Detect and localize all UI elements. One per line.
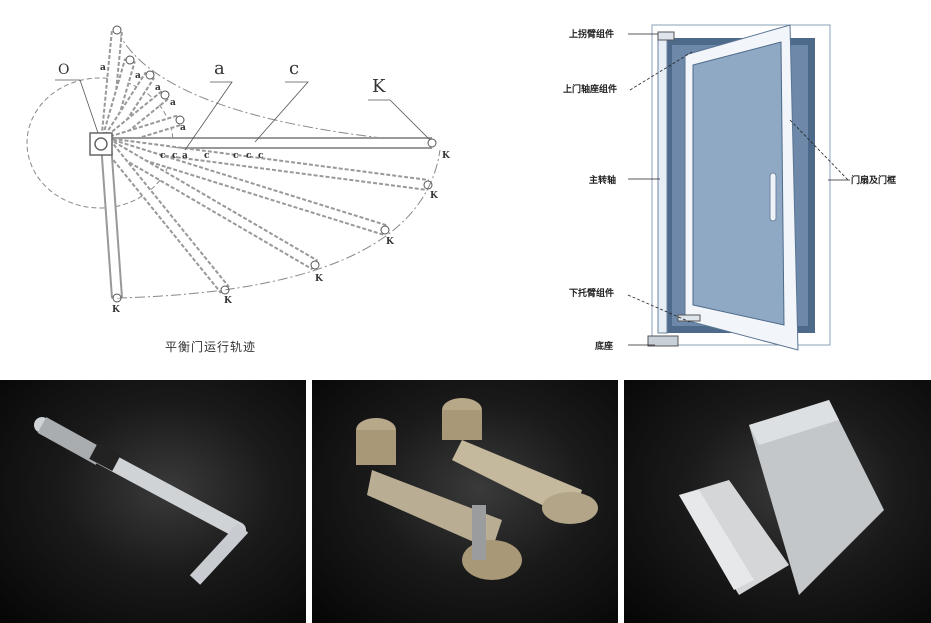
base [647, 335, 679, 347]
small-a: a [100, 63, 106, 73]
arm-end-roller [125, 55, 135, 65]
arm-end-roller [423, 180, 433, 190]
arm-end-roller [310, 260, 320, 270]
small-k: K [430, 191, 439, 201]
door-arm-position [105, 139, 429, 189]
upper-arm [657, 31, 675, 41]
arm-end-roller [112, 25, 122, 35]
small-k: K [112, 305, 121, 315]
small-a: a [170, 98, 176, 108]
trajectory-caption: 平衡门运行轨迹 [165, 340, 257, 354]
arm-end-roller [160, 90, 170, 100]
arm-end-roller [427, 138, 437, 148]
door-arm-position [103, 91, 168, 147]
outer-frame [651, 24, 831, 346]
door-arm-position [103, 139, 318, 269]
arm-end-roller [112, 293, 122, 303]
label-upper-arm: 上拐臂组件 [569, 30, 615, 40]
small-c: c [258, 151, 264, 161]
label-c: c [289, 58, 299, 79]
small-a: a [135, 71, 141, 81]
small-a: a [180, 123, 186, 133]
small-c: c [246, 151, 252, 161]
lower-arm [677, 314, 701, 322]
small-c: c [204, 151, 210, 161]
small-k: K [442, 151, 451, 161]
door-arm-position [102, 140, 229, 293]
label-main-shaft: 主转轴 [589, 176, 617, 186]
small-c: c [233, 151, 239, 161]
small-a: a [155, 83, 161, 93]
arm-assemblies-photo [312, 380, 618, 623]
small-c: c [172, 151, 178, 161]
arm-end-roller [145, 70, 155, 80]
small-c: c [160, 151, 166, 161]
door-arm-position [102, 142, 121, 299]
small-k: K [224, 296, 233, 306]
aluminum-profiles-photo [624, 380, 931, 623]
small-k: K [386, 237, 395, 247]
label-o: O [58, 62, 69, 78]
door-handle [769, 172, 777, 222]
main-shaft [657, 37, 668, 334]
arm-end-roller [220, 285, 230, 295]
arm-end-roller [175, 115, 185, 125]
label-lower-arm: 下托臂组件 [569, 289, 615, 299]
trajectory-arc [116, 149, 441, 299]
main-shaft-photo [0, 380, 306, 623]
label-base: 底座 [595, 342, 614, 352]
small-k: K [315, 274, 324, 284]
small-a: a [182, 151, 188, 161]
door-arm-position [104, 139, 387, 234]
label-a: a [214, 58, 225, 79]
label-k: K [372, 76, 386, 97]
arm-end-roller [380, 225, 390, 235]
door-diagram [627, 24, 850, 351]
label-upper-pivot-seat: 上门轴座组件 [563, 85, 618, 95]
door-glass [692, 41, 785, 326]
label-door-and-frame: 门扇及门框 [851, 176, 897, 186]
trajectory-diagram: O a c K a a a a a a c c c c c c K K K K … [26, 25, 451, 315]
pivot-block [89, 132, 113, 156]
